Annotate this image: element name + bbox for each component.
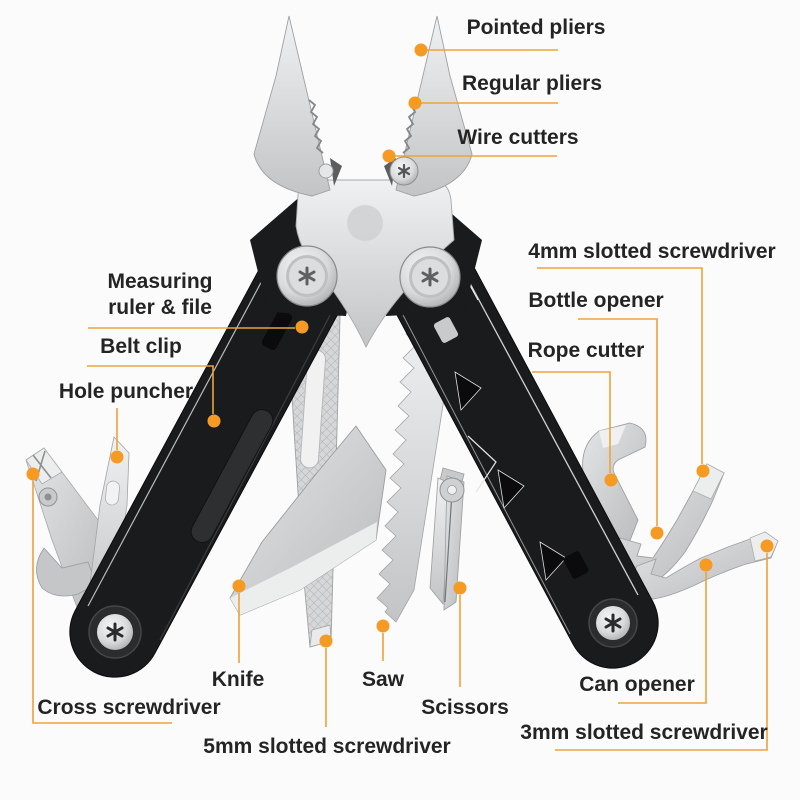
dot-can-opener — [699, 558, 713, 572]
callout-dots — [26, 43, 774, 648]
torx-screw — [604, 613, 622, 633]
pointed-pliers-jaw — [253, 15, 331, 197]
dot-measuring-ruler — [295, 320, 309, 334]
leader-rope-cutter — [532, 371, 611, 473]
pliers-head — [250, 15, 482, 349]
leader-bottle-opener — [578, 318, 658, 526]
belt-clip — [190, 409, 274, 543]
label-can-opener: Can opener — [579, 672, 695, 696]
dot-hole-puncher — [110, 450, 124, 464]
torx-screw — [106, 622, 124, 642]
label-5mm-screwdriver: 5mm slotted screwdriver — [203, 734, 451, 758]
leader-can-opener — [618, 572, 707, 704]
dot-3mm — [760, 539, 774, 553]
leader-3mm — [555, 553, 768, 751]
regular-pliers-jaw — [395, 15, 473, 197]
dot-regular-pliers — [408, 96, 422, 110]
dot-bottle-opener — [650, 526, 664, 540]
dot-pointed-pliers — [414, 43, 428, 57]
hook-detail — [36, 547, 97, 597]
dot-scissors — [453, 581, 467, 595]
dot-wire-cutters — [382, 149, 396, 163]
jaw-serrations — [308, 99, 324, 154]
label-cross-screwdriver: Cross screwdriver — [37, 695, 221, 719]
label-belt-clip: Belt clip — [100, 334, 182, 358]
pivot-screw-right — [399, 246, 461, 308]
label-hole-puncher: Hole puncher — [58, 379, 194, 403]
leader-4mm — [537, 267, 703, 464]
label-measuring-ruler-file: Measuring ruler & file — [107, 269, 213, 319]
dot-cross-screwdriver — [26, 467, 40, 481]
dot-rope-cutter — [604, 473, 618, 487]
label-rope-cutter: Rope cutter — [527, 338, 645, 362]
right-handle — [373, 229, 659, 669]
label-bottle-opener: Bottle opener — [528, 288, 664, 312]
cross-screwdriver-tool — [25, 447, 113, 615]
label-4mm-screwdriver: 4mm slotted screwdriver — [528, 239, 776, 263]
knife-tool — [229, 425, 387, 616]
label-regular-pliers: Regular pliers — [461, 71, 603, 95]
handle-cutout — [497, 469, 525, 509]
dot-belt-clip — [207, 414, 221, 428]
label-saw: Saw — [361, 667, 405, 691]
leader-lines — [32, 49, 768, 751]
left-handle — [69, 228, 362, 678]
dot-4mm — [696, 464, 710, 478]
scissors-tool — [429, 467, 465, 611]
saw-tool — [376, 313, 457, 623]
leader-cross-screwdriver — [32, 481, 172, 724]
label-pointed-pliers: Pointed pliers — [466, 15, 606, 39]
dot-5mm — [319, 634, 333, 648]
label-wire-cutters: Wire cutters — [457, 125, 579, 149]
label-knife: Knife — [211, 667, 265, 691]
pivot-screw-left — [276, 245, 338, 307]
leader-belt-clip — [87, 365, 214, 414]
label-scissors: Scissors — [421, 695, 509, 719]
dot-saw — [376, 619, 390, 633]
handle-cutout — [454, 371, 482, 411]
label-3mm-screwdriver: 3mm slotted screwdriver — [520, 720, 768, 744]
handle-cutout — [539, 541, 567, 581]
wire-cutter-notch — [330, 158, 342, 186]
dot-knife — [232, 579, 246, 593]
